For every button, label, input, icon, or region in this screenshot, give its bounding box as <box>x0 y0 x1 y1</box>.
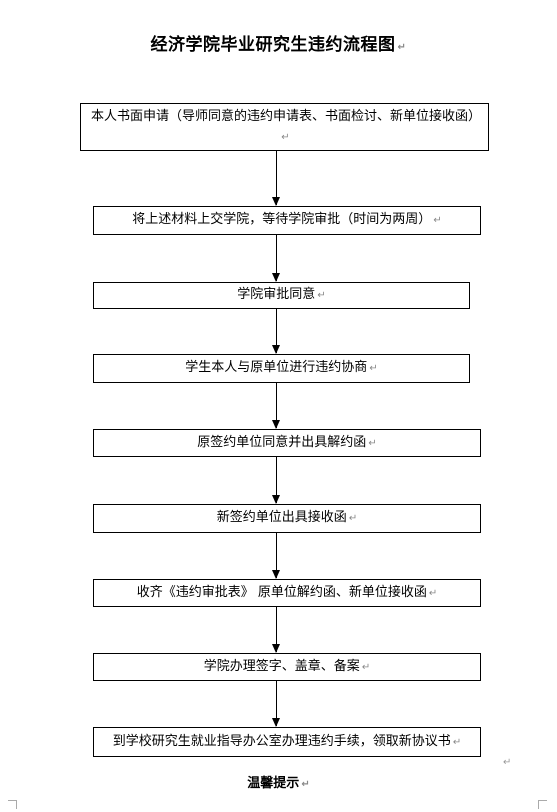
flow-step-7-label: 收齐《违约审批表》 原单位解约函、新单位接收函 <box>136 584 427 600</box>
flow-step-5-label: 原签约单位同意并出具解约函 <box>197 434 367 450</box>
flow-step-8: 学院办理签字、盖章、备案↵ <box>93 653 481 681</box>
paragraph-mark: ↵ <box>348 513 358 524</box>
flow-arrow-4 <box>272 383 280 429</box>
flow-arrow-1 <box>272 151 280 206</box>
flow-arrow-3 <box>272 309 280 354</box>
flow-step-9: 到学校研究生就业指导办公室办理违约手续，领取新协议书↵ <box>93 727 481 757</box>
flow-step-4: 学生本人与原单位进行违约协商↵ <box>93 354 470 383</box>
flow-step-8-label: 学院办理签字、盖章、备案 <box>203 658 360 674</box>
title-text: 经济学院毕业研究生违约流程图 <box>150 35 396 55</box>
paragraph-mark: ↵ <box>281 131 290 143</box>
flow-step-3: 学院审批同意↵ <box>93 282 470 309</box>
flow-arrow-2 <box>272 235 280 282</box>
flow-step-1-label: 本人书面申请（导师同意的违约申请表、书面检讨、新单位接收函） <box>91 108 482 124</box>
paragraph-mark: ↵ <box>301 779 310 790</box>
flow-step-6: 新签约单位出具接收函↵ <box>93 504 481 533</box>
page-title: 经济学院毕业研究生违约流程图↵ <box>0 30 557 55</box>
paragraph-mark: ↵ <box>317 290 326 301</box>
flow-step-2-label: 将上述材料上交学院，等待学院审批（时间为两周） <box>132 212 432 227</box>
paragraph-mark: ↵ <box>397 42 407 53</box>
flow-arrow-7 <box>272 607 280 653</box>
paragraph-mark: ↵ <box>503 757 512 768</box>
page-corner-mark-left <box>8 800 17 809</box>
flow-arrow-8 <box>272 681 280 727</box>
paragraph-mark: ↵ <box>361 661 371 673</box>
flow-step-9-label: 到学校研究生就业指导办公室办理违约手续，领取新协议书 <box>112 733 451 749</box>
flow-step-5: 原签约单位同意并出具解约函↵ <box>93 429 481 457</box>
flow-step-2: 将上述材料上交学院，等待学院审批（时间为两周）↵ <box>93 206 481 235</box>
paragraph-mark: ↵ <box>369 363 378 374</box>
footer-text: 温馨提示 <box>247 776 300 791</box>
paragraph-mark: ↵ <box>428 587 438 599</box>
flow-arrow-6 <box>272 533 280 579</box>
flow-step-4-label: 学生本人与原单位进行违约协商 <box>185 360 368 375</box>
page-corner-mark-right <box>538 800 547 809</box>
flow-arrow-5 <box>272 457 280 504</box>
paragraph-mark: ↵ <box>433 215 442 226</box>
flow-step-1: 本人书面申请（导师同意的违约申请表、书面检讨、新单位接收函） ↵ <box>80 103 489 151</box>
paragraph-mark: ↵ <box>452 736 462 748</box>
flow-step-3-label: 学院审批同意 <box>237 287 316 302</box>
flow-step-6-label: 新签约单位出具接收函 <box>216 510 347 525</box>
footer-tip: 温馨提示↵ <box>0 772 557 791</box>
flow-step-7: 收齐《违约审批表》 原单位解约函、新单位接收函↵ <box>93 579 481 607</box>
paragraph-mark: ↵ <box>368 437 377 449</box>
